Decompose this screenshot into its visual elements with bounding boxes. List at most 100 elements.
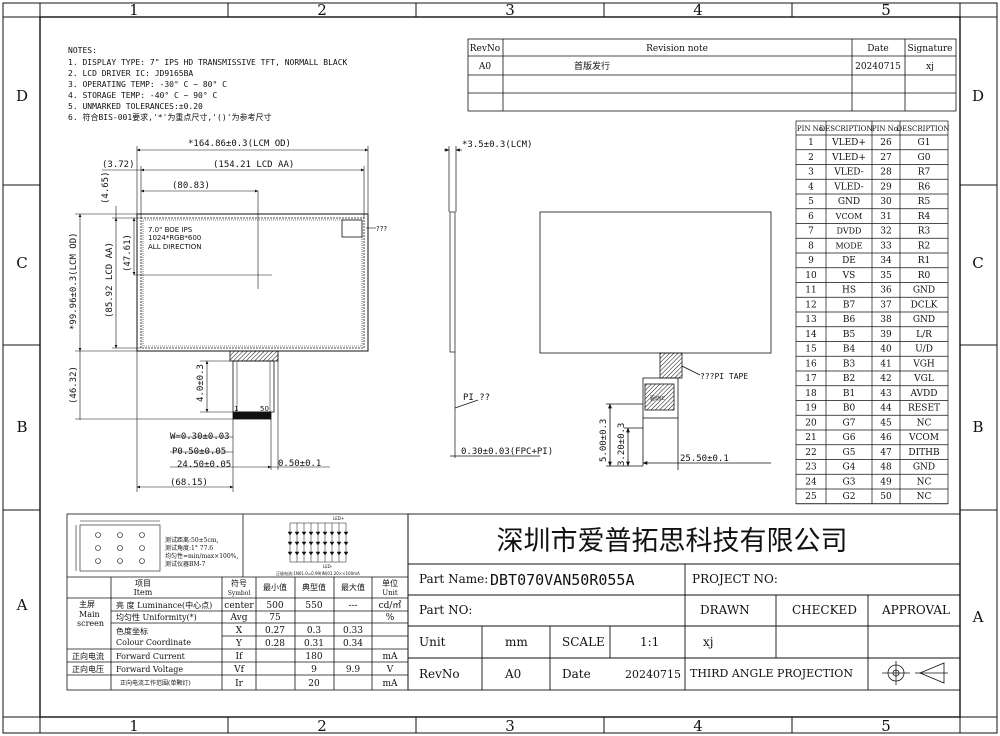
column-labels-bottom: 1 2 3 4 5 [129, 717, 891, 735]
pin-number: 13 [805, 315, 817, 325]
pin-number: 38 [880, 315, 892, 325]
spec-header-item-en: Item [134, 588, 153, 597]
pin-number: 8 [808, 241, 814, 251]
approval-label: APPROVAL [881, 603, 950, 617]
pin-number: 29 [880, 182, 892, 192]
pin-number: 15 [805, 345, 817, 355]
pin-number: 22 [805, 448, 816, 458]
row-label: A [16, 596, 28, 614]
pin-header: DESCRIPTION [820, 125, 873, 133]
dim-4-65: (4.65) [101, 171, 111, 204]
scale-value: 1:1 [640, 635, 659, 649]
measure-note: 均匀性=min/max×100%, [165, 552, 238, 560]
row-labels-left: D C B A [16, 87, 28, 614]
unit-value: mm [505, 635, 528, 649]
company-name: 深圳市爱普拓思科技有限公司 [497, 526, 848, 557]
pin-1-label: 1 [234, 405, 238, 413]
row-labels-right: D C B A [972, 87, 984, 626]
spec-cell: center [224, 601, 254, 611]
pin-number: 47 [880, 448, 892, 458]
pin-description: DE [842, 256, 856, 266]
spec-cell: mA [382, 652, 398, 662]
pin-description: R0 [918, 271, 931, 281]
pin-number: 49 [880, 477, 892, 487]
pin-number: 27 [880, 153, 892, 163]
spec-cell: 75 [269, 613, 281, 623]
pin-description: VLED- [833, 182, 863, 192]
part-name-label: Part Name: [419, 572, 488, 586]
note-line: 1. DISPLAY TYPE: 7" IPS HD TRANSMISSIVE … [68, 58, 348, 67]
pin-description: GND [913, 286, 935, 296]
spec-group-voltage: 正向电压 [72, 664, 104, 674]
pin-number: 35 [880, 271, 892, 281]
spec-header-item: 项目 [135, 579, 151, 588]
pin-description: R1 [918, 256, 931, 266]
pin-description: G0 [918, 153, 931, 163]
pin-description: R5 [918, 197, 931, 207]
rev-header: Signature [907, 44, 952, 54]
spec-cell: V [386, 665, 394, 675]
pin-number: 39 [880, 330, 892, 340]
pin-number: 48 [880, 463, 892, 473]
rev-cell: xj [926, 62, 934, 72]
spec-header-unit: 单位 [382, 578, 398, 588]
panel-label: 7.0" BOE IPS [148, 226, 193, 234]
pin-number: 5 [808, 197, 814, 207]
dim-25-50: 25.50±0.1 [680, 454, 729, 464]
dim-lcd-aa-width: (154.21 LCD AA) [213, 160, 294, 170]
pin-description: B7 [843, 300, 856, 310]
note-line: 4. STORAGE TEMP: -40° C ~ 90° C [68, 91, 217, 100]
spec-cell: 0.27 [265, 626, 285, 636]
pin-description: DCLK [911, 300, 938, 310]
rev-header: Revision note [646, 44, 708, 54]
pin-header: DESCRIPTION [897, 125, 950, 133]
pin-description: B0 [843, 404, 856, 414]
pin-description: L/R [916, 330, 932, 340]
spec-cell: 9 [311, 665, 317, 675]
spec-cell: cd/㎡ [379, 600, 402, 611]
dim-fpc-pi: 0.30±0.03(FPC+PI) [461, 447, 553, 457]
row-label: A [972, 608, 984, 626]
pin-50-label: 50 [260, 405, 269, 413]
pin-number: 21 [805, 433, 816, 443]
third-angle-projection-icon [882, 661, 948, 685]
drawn-by: xj [703, 635, 714, 649]
pin-number: 37 [880, 300, 892, 310]
pin-description: NC [917, 492, 932, 502]
spec-cell: 500 [266, 601, 283, 611]
rev-cell: A0 [478, 62, 491, 72]
pin-description: VGH [912, 359, 935, 369]
pin-number: 42 [880, 374, 891, 384]
note-line: 2. LCD DRIVER IC: JD9165BA [68, 69, 193, 78]
row-label: B [16, 418, 27, 436]
pin-number: 12 [805, 300, 816, 310]
pin-number: 46 [880, 433, 892, 443]
spec-row-name: Colour Coordinate [116, 638, 191, 647]
note-line: 3. OPERATING TEMP: -30° C ~ 80° C [68, 80, 227, 89]
date-label: Date [562, 667, 591, 681]
spec-cell: 0.3 [307, 626, 322, 636]
pin-number: 43 [880, 389, 892, 399]
revision-table: RevNo Revision note Date Signature A0 首版… [467, 38, 957, 112]
pin-description: B3 [843, 359, 856, 369]
dim-0-50: 0.50±0.1 [278, 459, 321, 469]
pin-number: 30 [880, 197, 892, 207]
col-label: 2 [317, 717, 327, 735]
col-label: 1 [129, 1, 139, 19]
pin-number: 40 [880, 345, 892, 355]
spec-cell: % [386, 613, 395, 623]
pin-number: 23 [805, 463, 817, 473]
spec-cell: 0.31 [304, 639, 324, 649]
row-label: D [972, 87, 984, 105]
spec-cell: mA [382, 679, 398, 689]
active-area [140, 217, 365, 349]
pin-description: AVDD [910, 389, 938, 399]
pin-number: 31 [880, 212, 891, 222]
pin-description: B6 [843, 315, 856, 325]
pin-number: 36 [880, 286, 892, 296]
pin-description: DITHB [908, 448, 940, 458]
pin-number: 14 [805, 330, 817, 340]
spec-row-name: Forward Voltage [116, 665, 183, 674]
pin-description: R2 [918, 241, 931, 251]
